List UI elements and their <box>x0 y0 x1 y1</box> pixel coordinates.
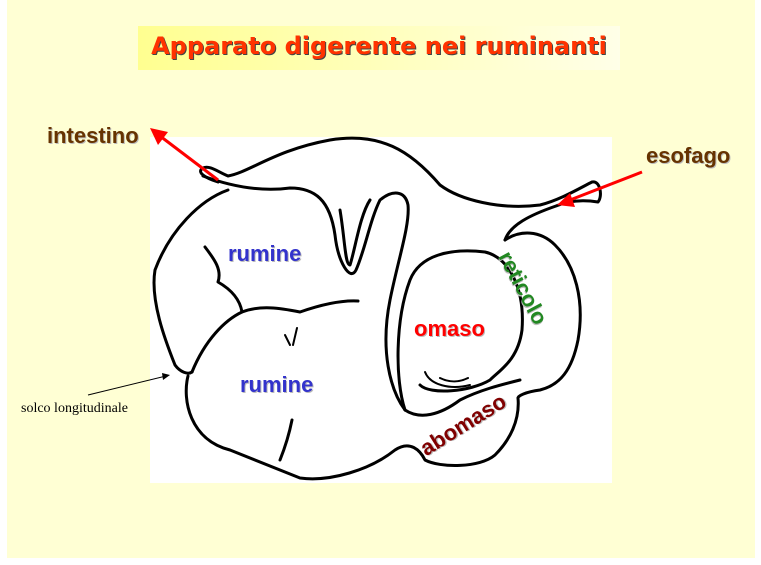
esofago-arrow <box>557 170 643 207</box>
reticulum <box>503 231 582 400</box>
omasum-detail <box>284 327 471 388</box>
label-omaso: omaso <box>414 316 485 341</box>
intestine-inner <box>201 174 410 412</box>
intestine-outline <box>199 136 602 242</box>
rumen-fold <box>203 245 244 314</box>
rumen-lower-sulcus <box>278 418 294 462</box>
slide-title: Apparato digerente nei ruminanti <box>151 32 607 60</box>
rumen-upper <box>152 188 230 375</box>
label-solco-longitudinale: solco longitudinale <box>21 401 128 416</box>
solco-arrow <box>87 373 170 396</box>
label-intestino: intestino <box>47 123 139 148</box>
label-rumine-lower: rumine <box>240 372 314 397</box>
rumen-upper-inner <box>338 198 372 267</box>
omasum <box>396 249 524 412</box>
intestino-arrow <box>150 128 219 182</box>
rumen-lower <box>184 299 520 481</box>
label-esofago: esofago <box>646 143 731 168</box>
abomasum <box>403 378 522 417</box>
diagram-background <box>150 137 612 483</box>
label-rumine-upper: rumine <box>228 241 302 266</box>
title-box: Apparato digerente nei ruminanti <box>138 26 620 70</box>
